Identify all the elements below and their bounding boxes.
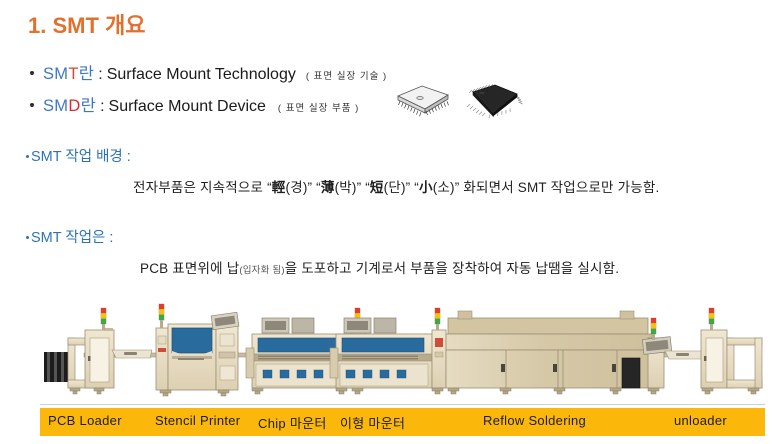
smt-accent: T [68,65,79,83]
smd-accent: D [68,97,81,115]
body-text: 을 도포하고 기계로서 부품을 장착하여 자동 납땜을 실시함. [284,261,620,276]
smd-suffix: 란 [80,97,97,115]
machine-stencil-printer [155,303,240,397]
section-heading-background-label: SMT 작업 배경 : [31,149,131,165]
smt-suffix: 란 [78,65,95,83]
machine-reflow-oven [445,310,673,395]
han-char-light: 輕 [271,180,286,195]
body-text: (소)” 화되면서 SMT 작업으로만 가능함. [432,180,660,195]
section-heading-background: SMT 작업 배경 : [26,145,131,166]
body-text: (단)” “ [383,180,419,195]
section-heading-operation: SMT 작업은 : [26,226,113,247]
body-subnote: (입자화 됨) [239,265,285,276]
station-label-bar: PCB Loader Stencil Printer Chip 마운터 이형 마… [40,408,765,436]
station-label-unloader: unloader [674,413,727,428]
blue-bullet-dot-icon [26,235,29,239]
smt-prefix: SM [43,65,69,83]
smd-annotation: ( 표면 실장 부품 ) [277,103,360,114]
station-label-stencil-printer: Stencil Printer [155,413,241,428]
han-char-small: 小 [418,180,433,195]
smd-prefix: SM [43,97,69,115]
machine-odd-form-mounter [329,307,447,395]
body-text: PCB 표면위에 납 [140,261,240,276]
title-number: 1. [28,13,47,38]
section-body-background: 전자부품은 지속적으로 “輕(경)” “薄(박)” “短(단)” “小(소)” … [133,176,659,196]
title-acronym: SMT [52,13,99,38]
bullet-dot-icon [30,103,34,108]
smt-colon: : [98,66,103,83]
title-korean: 개요 [105,13,146,38]
body-text: (박)” “ [334,180,370,195]
bullet-dot-icon [30,71,34,76]
body-text: 전자부품은 지속적으로 “ [133,180,272,195]
floor-divider [40,404,765,405]
smt-machines-illustration [44,303,763,397]
section-body-operation: PCB 표면위에 납(입자화 됨)을 도포하고 기계로서 부품을 장착하여 자동… [140,257,619,277]
station-label-chip-mounter: Chip 마운터 [258,416,327,431]
qfp-chip-dark-icon [460,82,524,120]
smd-colon: : [100,98,105,115]
smt-english: Surface Mount Technology [106,66,296,83]
station-label-reflow-soldering: Reflow Soldering [483,413,587,428]
station-label-odd-form-mounter: 이형 마운터 [340,416,406,431]
blue-bullet-dot-icon [26,154,29,158]
bullet-smd: SMD란:Surface Mount Device ( 표면 실장 부품 ) [30,92,359,116]
qfp-chip-outline-icon [392,84,454,118]
smd-english: Surface Mount Device [108,98,266,115]
machine-pcb-loader [44,307,153,395]
smt-annotation: ( 표면 실장 기술 ) [305,71,388,82]
page-title: 1. SMT 개요 [28,8,146,40]
station-label-pcb-loader: PCB Loader [48,413,122,428]
han-char-short: 短 [369,180,384,195]
body-text: (경)” “ [285,180,321,195]
machine-unloader [664,307,763,395]
han-char-thin: 薄 [320,180,335,195]
section-heading-operation-label: SMT 작업은 : [31,230,114,246]
smt-line-diagram: PCB Loader Stencil Printer Chip 마운터 이형 마… [0,296,773,444]
bullet-smt: SMT란:Surface Mount Technology ( 표면 실장 기술 … [30,60,387,84]
